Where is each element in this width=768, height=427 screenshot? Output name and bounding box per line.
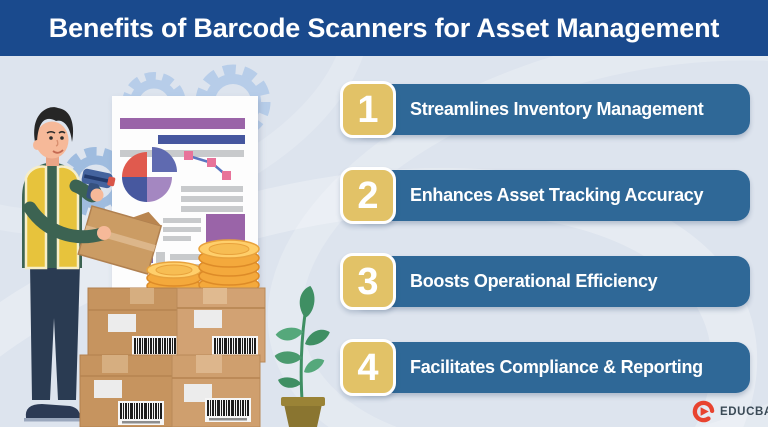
benefit-number: 2: [357, 174, 379, 217]
shoe: [25, 404, 80, 421]
hand: [90, 188, 104, 202]
benefit-bar: Enhances Asset Tracking Accuracy: [352, 170, 750, 221]
line-chart: [184, 151, 231, 180]
benefit-number: 4: [357, 346, 379, 389]
header-banner: Benefits of Barcode Scanners for Asset M…: [0, 0, 768, 56]
potted-plant: [274, 285, 330, 427]
benefit-number-badge: 4: [340, 339, 396, 396]
benefit-item-3: Boosts Operational Efficiency 3: [340, 253, 754, 310]
page-title: Benefits of Barcode Scanners for Asset M…: [48, 12, 720, 43]
worker-head: [33, 107, 74, 166]
benefit-item-2: Enhances Asset Tracking Accuracy 2: [340, 167, 754, 224]
hand: [97, 226, 111, 240]
benefit-item-4: Facilitates Compliance & Reporting 4: [340, 339, 754, 396]
educba-logo: EDUCBA: [692, 400, 768, 423]
benefit-label: Facilitates Compliance & Reporting: [410, 357, 703, 377]
benefit-number: 3: [357, 260, 379, 303]
box: [87, 287, 178, 363]
pie-chart: [122, 147, 177, 202]
benefit-label: Streamlines Inventory Management: [410, 99, 704, 119]
benefit-bar: Facilitates Compliance & Reporting: [352, 342, 750, 393]
benefit-bar: Streamlines Inventory Management: [352, 84, 750, 135]
asset-management-illustration: [22, 64, 330, 427]
benefit-label: Enhances Asset Tracking Accuracy: [410, 185, 704, 205]
worker-with-barcode-scanner: [22, 107, 163, 422]
benefit-number: 1: [357, 88, 379, 131]
benefit-label: Boosts Operational Efficiency: [410, 271, 658, 291]
document-title-bar: [120, 118, 245, 129]
benefit-bar: Boosts Operational Efficiency: [352, 256, 750, 307]
benefit-number-badge: 3: [340, 253, 396, 310]
box: [171, 354, 261, 427]
box: [176, 287, 266, 363]
box: [79, 354, 173, 427]
benefit-item-1: Streamlines Inventory Management 1: [340, 81, 754, 138]
benefit-number-badge: 2: [340, 167, 396, 224]
benefit-number-badge: 1: [340, 81, 396, 138]
educba-e-icon: [692, 400, 715, 423]
cardboard-boxes-with-barcodes: [79, 287, 266, 427]
educba-logo-text: EDUCBA: [720, 405, 768, 418]
